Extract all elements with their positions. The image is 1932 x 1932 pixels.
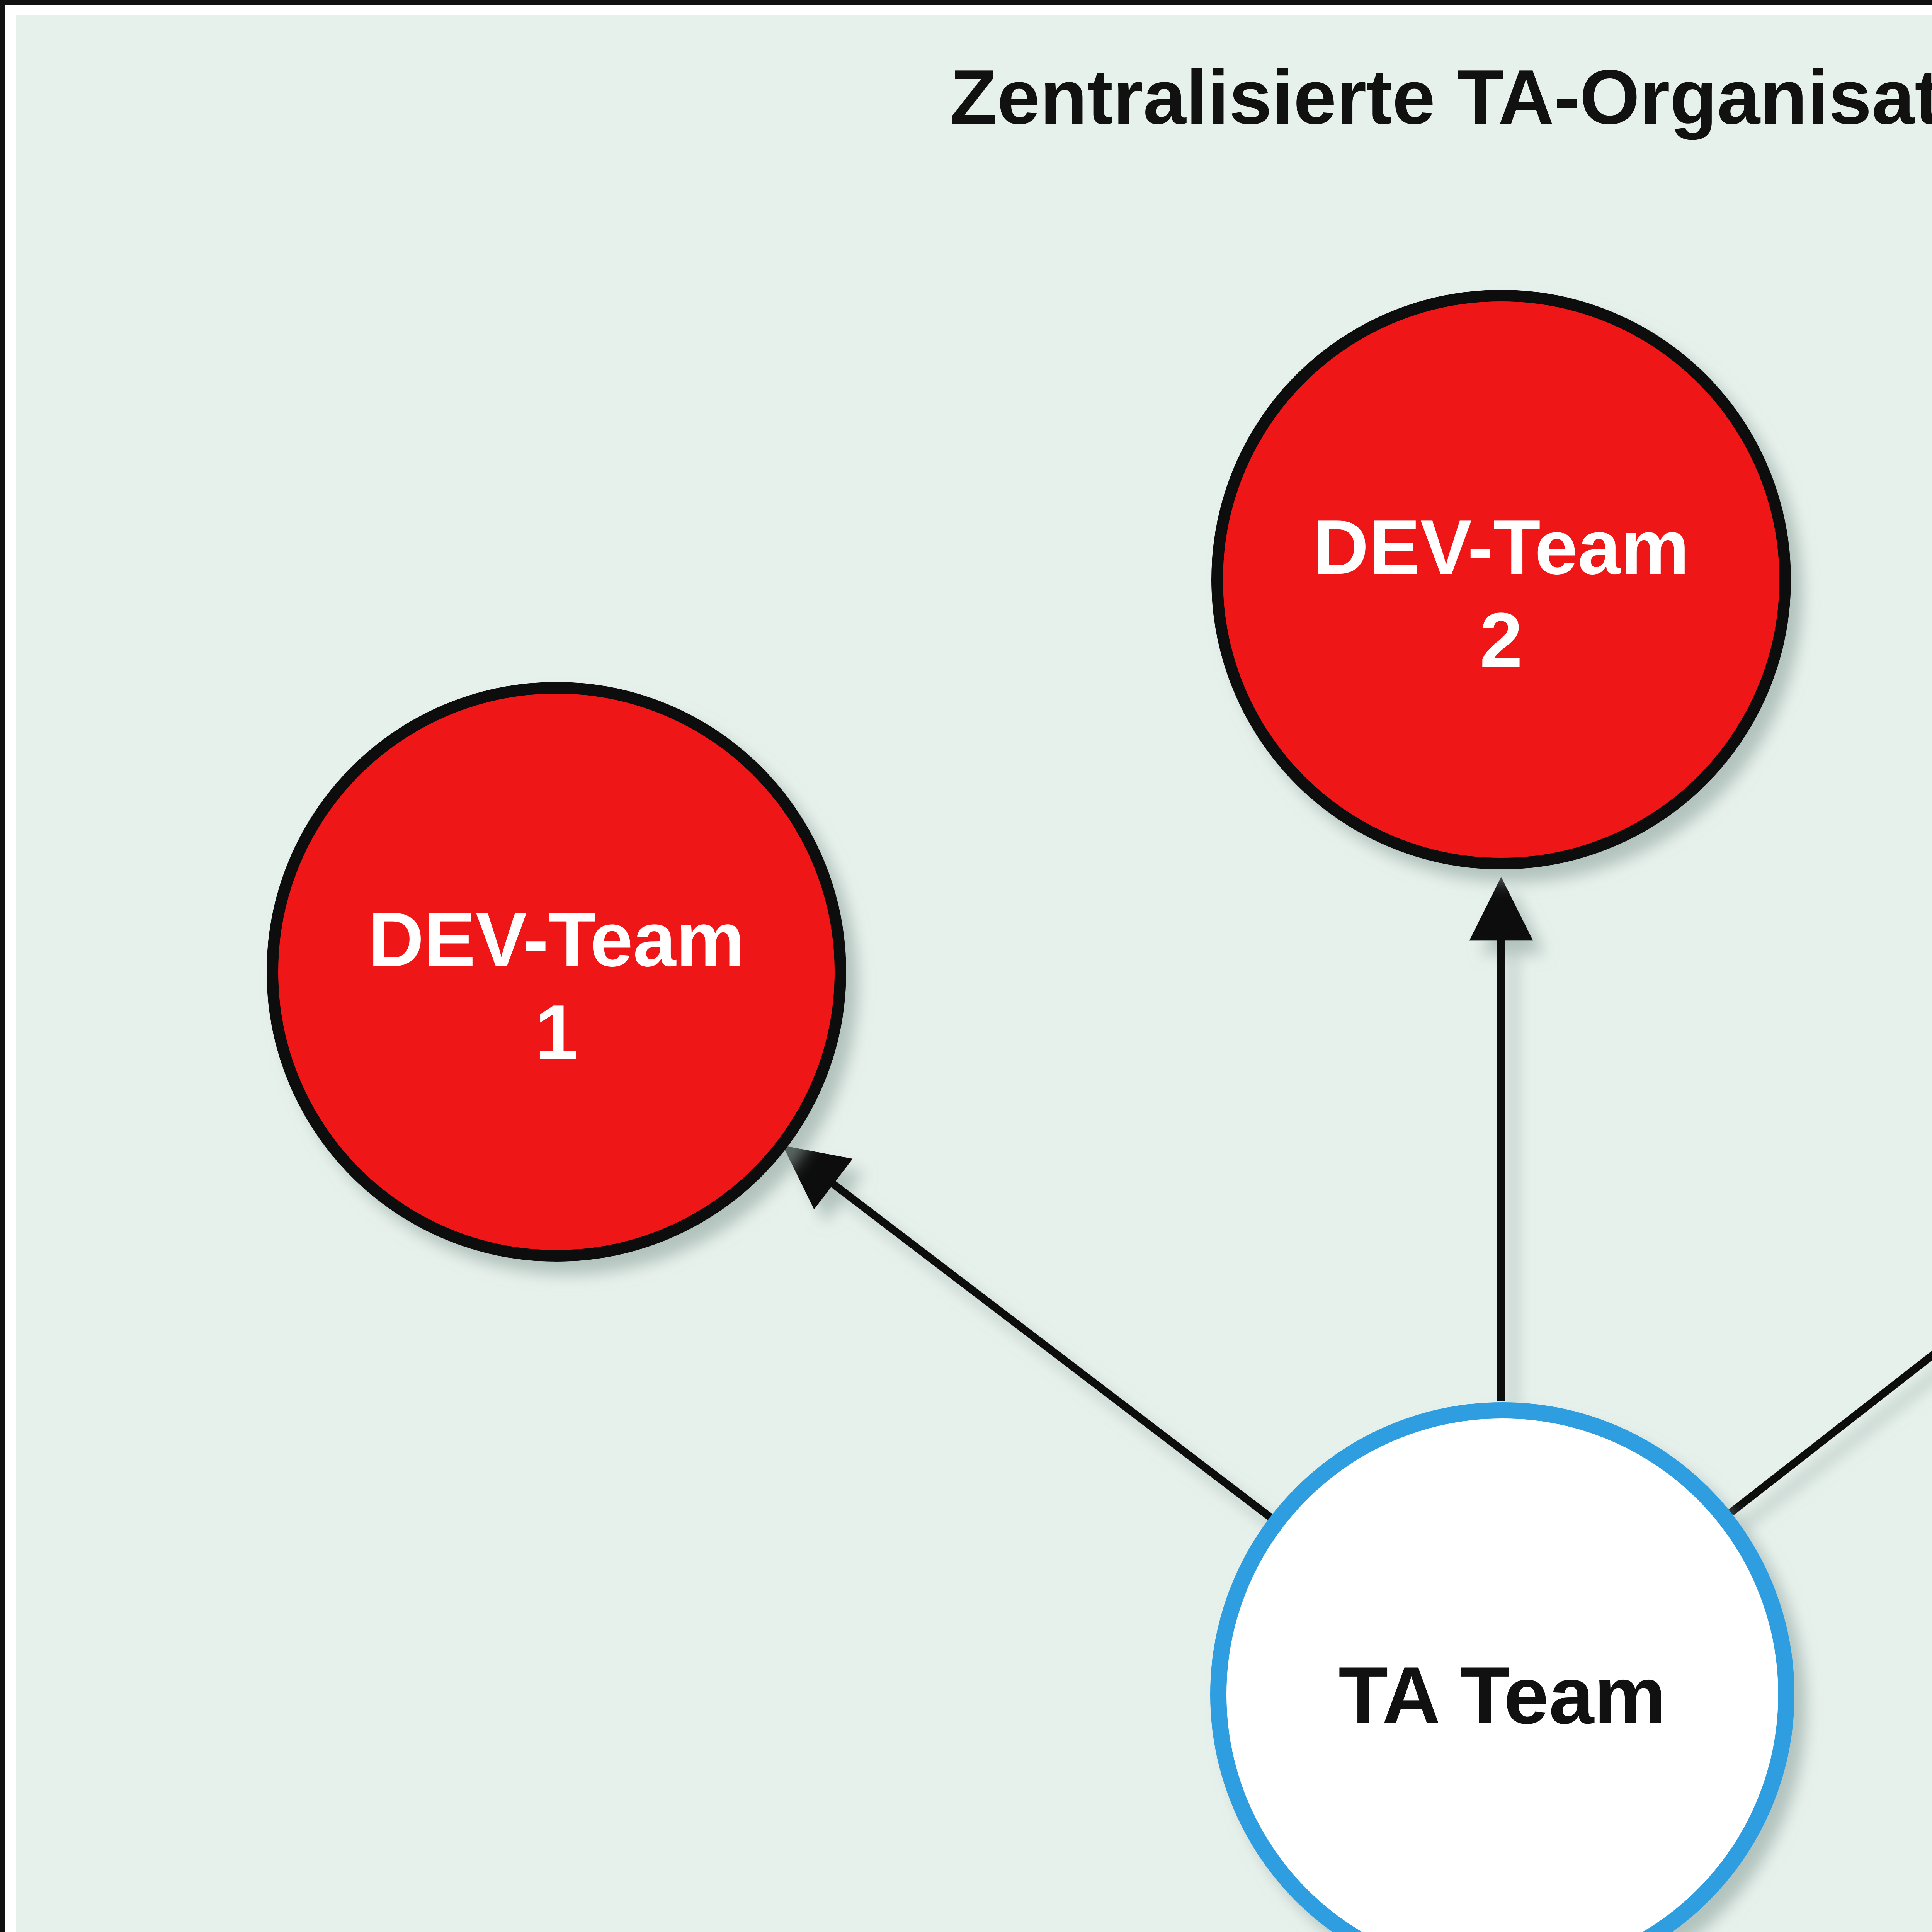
dev-team-2-circle (1211, 290, 1791, 869)
node-dev-team-2: DEV-Team 2 (1211, 290, 1791, 869)
dev-team-1-label-line2: 1 (535, 989, 578, 1075)
ta-team-circle (1210, 1402, 1794, 1932)
dev-team-1-circle (267, 682, 846, 1262)
node-ta-team: TA Team (1210, 1402, 1794, 1932)
dev-team-2-label-line1: DEV-Team (1313, 504, 1689, 590)
dev-team-2-label-line2: 2 (1480, 597, 1522, 683)
arrow-ta-to-dev1 (782, 1145, 1276, 1523)
arrow-ta-to-dev3 (1725, 1350, 1932, 1518)
node-dev-team-1: DEV-Team 1 (267, 682, 846, 1262)
diagram-title: Zentralisierte TA-Organisation (950, 54, 1932, 140)
ta-team-label: TA Team (1338, 1650, 1666, 1741)
dev-team-1-label-line1: DEV-Team (368, 896, 745, 983)
arrow-group (782, 877, 1932, 1523)
